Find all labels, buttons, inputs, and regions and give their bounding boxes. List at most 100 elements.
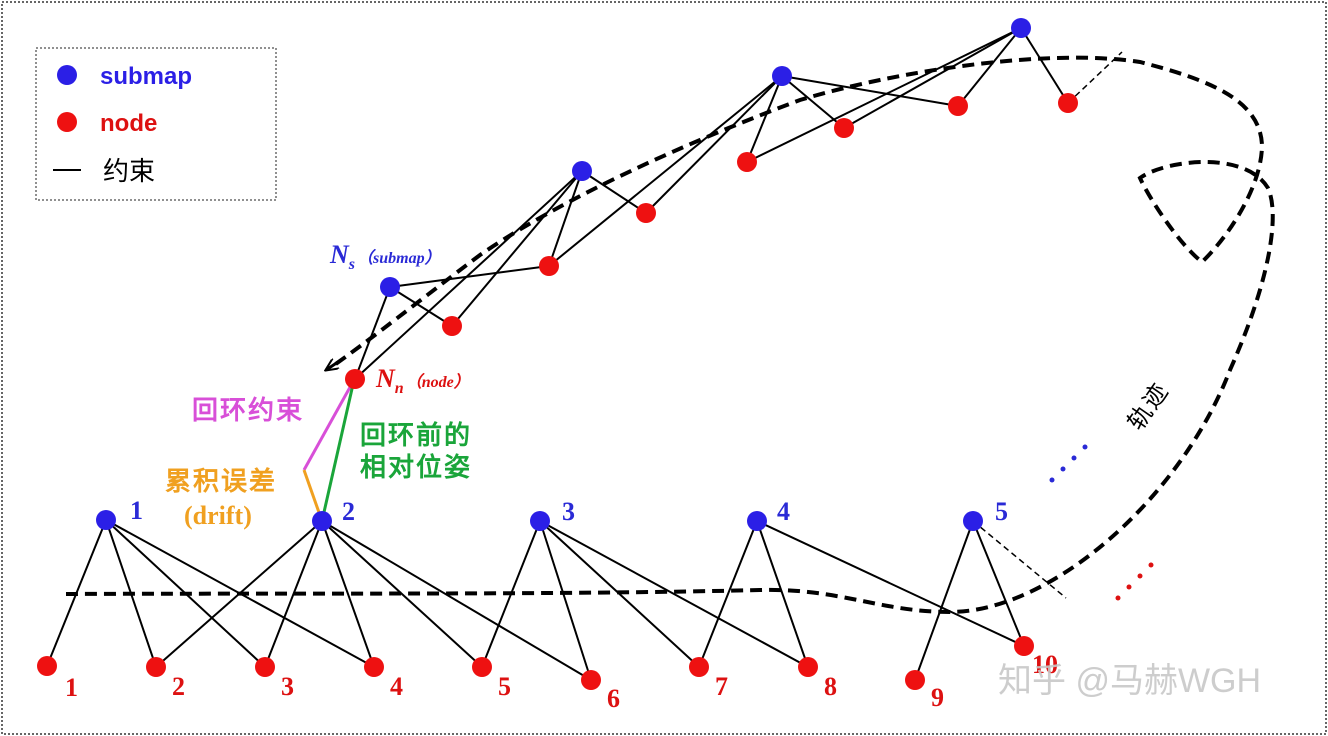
node-vertex (798, 657, 818, 677)
constraint-edge (972, 520, 1025, 647)
ellipsis-blue (1049, 444, 1088, 483)
submap-vertex (530, 511, 550, 531)
submap-label-1: 1 (130, 496, 143, 525)
relative-pose-line (320, 379, 356, 522)
constraint-edge (581, 170, 647, 214)
legend-node-label: node (100, 110, 157, 137)
constraint-edge (548, 75, 783, 267)
node-label-10: 10 (1032, 650, 1058, 679)
node-label-7: 7 (715, 672, 728, 701)
constraint-edge (321, 520, 592, 681)
legend-submap-icon (57, 65, 77, 85)
submap-vertex (572, 161, 592, 181)
constraint-edge (1020, 27, 1069, 104)
node-vertex (689, 657, 709, 677)
constraint-edge (781, 75, 959, 107)
constraint-edges (46, 27, 1069, 681)
legend-submap-label: submap (100, 63, 192, 90)
node-vertex (472, 657, 492, 677)
constraint-edge (354, 286, 391, 380)
constraint-edge (264, 520, 323, 668)
constraint-edge (321, 520, 483, 668)
constraint-edge (756, 520, 1025, 647)
bottom-labels: 1 2 3 4 5 1 2 3 4 5 6 7 8 9 10 (65, 496, 1058, 713)
node-vertex (255, 657, 275, 677)
constraint-edge (746, 27, 1022, 163)
constraint-edge (539, 520, 592, 681)
node-vertex (146, 657, 166, 677)
constraint-edge (645, 75, 783, 214)
trajectory-path (65, 55, 1275, 615)
relative-pose-label-line1: 回环前的 (360, 420, 472, 450)
constraint-edge (105, 519, 157, 668)
legend-node-icon (57, 112, 77, 132)
submap-vertex (380, 277, 400, 297)
constraint-edge (354, 170, 583, 380)
trajectory-label: 轨迹 (1123, 377, 1175, 435)
submap-label-3: 3 (562, 497, 575, 526)
node-vertex (636, 203, 656, 223)
submap-vertex (772, 66, 792, 86)
node-vertex (442, 316, 462, 336)
drift-label-line2: (drift) (184, 501, 252, 530)
watermark: 知乎 @马赫WGH (998, 662, 1261, 700)
submap-vertex (312, 511, 332, 531)
node-label-8: 8 (824, 672, 837, 701)
constraint-edge (451, 170, 583, 327)
node-vertex (1058, 93, 1078, 113)
node-vertex (737, 152, 757, 172)
ns-label: Ns（submap） (329, 240, 441, 273)
constraint-edge (155, 520, 323, 668)
node-vertex (905, 670, 925, 690)
node-label-5: 5 (498, 672, 511, 701)
drift-label-line1: 累积误差 (165, 466, 277, 496)
constraint-edge (389, 286, 453, 327)
constraint-edge (698, 520, 758, 668)
submap-vertex (1011, 18, 1031, 38)
node-label-4: 4 (390, 672, 403, 701)
constraint-edge (746, 75, 783, 163)
node-label-1: 1 (65, 673, 78, 702)
nn-label: Nn（node） (375, 364, 470, 397)
node-label-6: 6 (607, 684, 620, 713)
thin-dash-top (1067, 51, 1123, 104)
submap-label-4: 4 (777, 497, 790, 526)
node-vertex (37, 656, 57, 676)
relative-pose-label-line2: 相对位姿 (360, 452, 472, 482)
node-vertex (364, 657, 384, 677)
node-vertex (581, 670, 601, 690)
constraint-edge (539, 520, 809, 668)
submap-vertex (747, 511, 767, 531)
node-vertex (1014, 636, 1034, 656)
constraint-edge (914, 520, 974, 681)
trajectory-arrow (326, 356, 345, 370)
node-label-2: 2 (172, 672, 185, 701)
node-label-3: 3 (281, 672, 294, 701)
constraint-edge (389, 265, 550, 288)
constraint-edge (46, 519, 107, 667)
submap-vertex (963, 511, 983, 531)
submap-label-2: 2 (342, 497, 355, 526)
constraint-edge (481, 520, 541, 668)
loop-constraint-line (302, 379, 356, 471)
legend: submap node 约束 (35, 47, 277, 201)
constraint-edge (548, 170, 583, 267)
thin-dash-bottom (972, 520, 1067, 599)
node-vertex (834, 118, 854, 138)
constraint-edge (539, 520, 700, 668)
node-vertex (539, 256, 559, 276)
constraint-edge (957, 27, 1022, 107)
node-vertex (345, 369, 365, 389)
legend-constraint-label: 约束 (103, 157, 155, 186)
node-label-9: 9 (931, 683, 944, 712)
node-vertex (948, 96, 968, 116)
loop-constraint-label: 回环约束 (192, 395, 304, 425)
submap-label-5: 5 (995, 497, 1008, 526)
constraint-edge (756, 520, 809, 668)
ellipsis-red (1115, 562, 1154, 601)
trajectory (65, 55, 1275, 615)
constraint-edge (843, 27, 1022, 129)
constraint-edge (321, 520, 375, 668)
